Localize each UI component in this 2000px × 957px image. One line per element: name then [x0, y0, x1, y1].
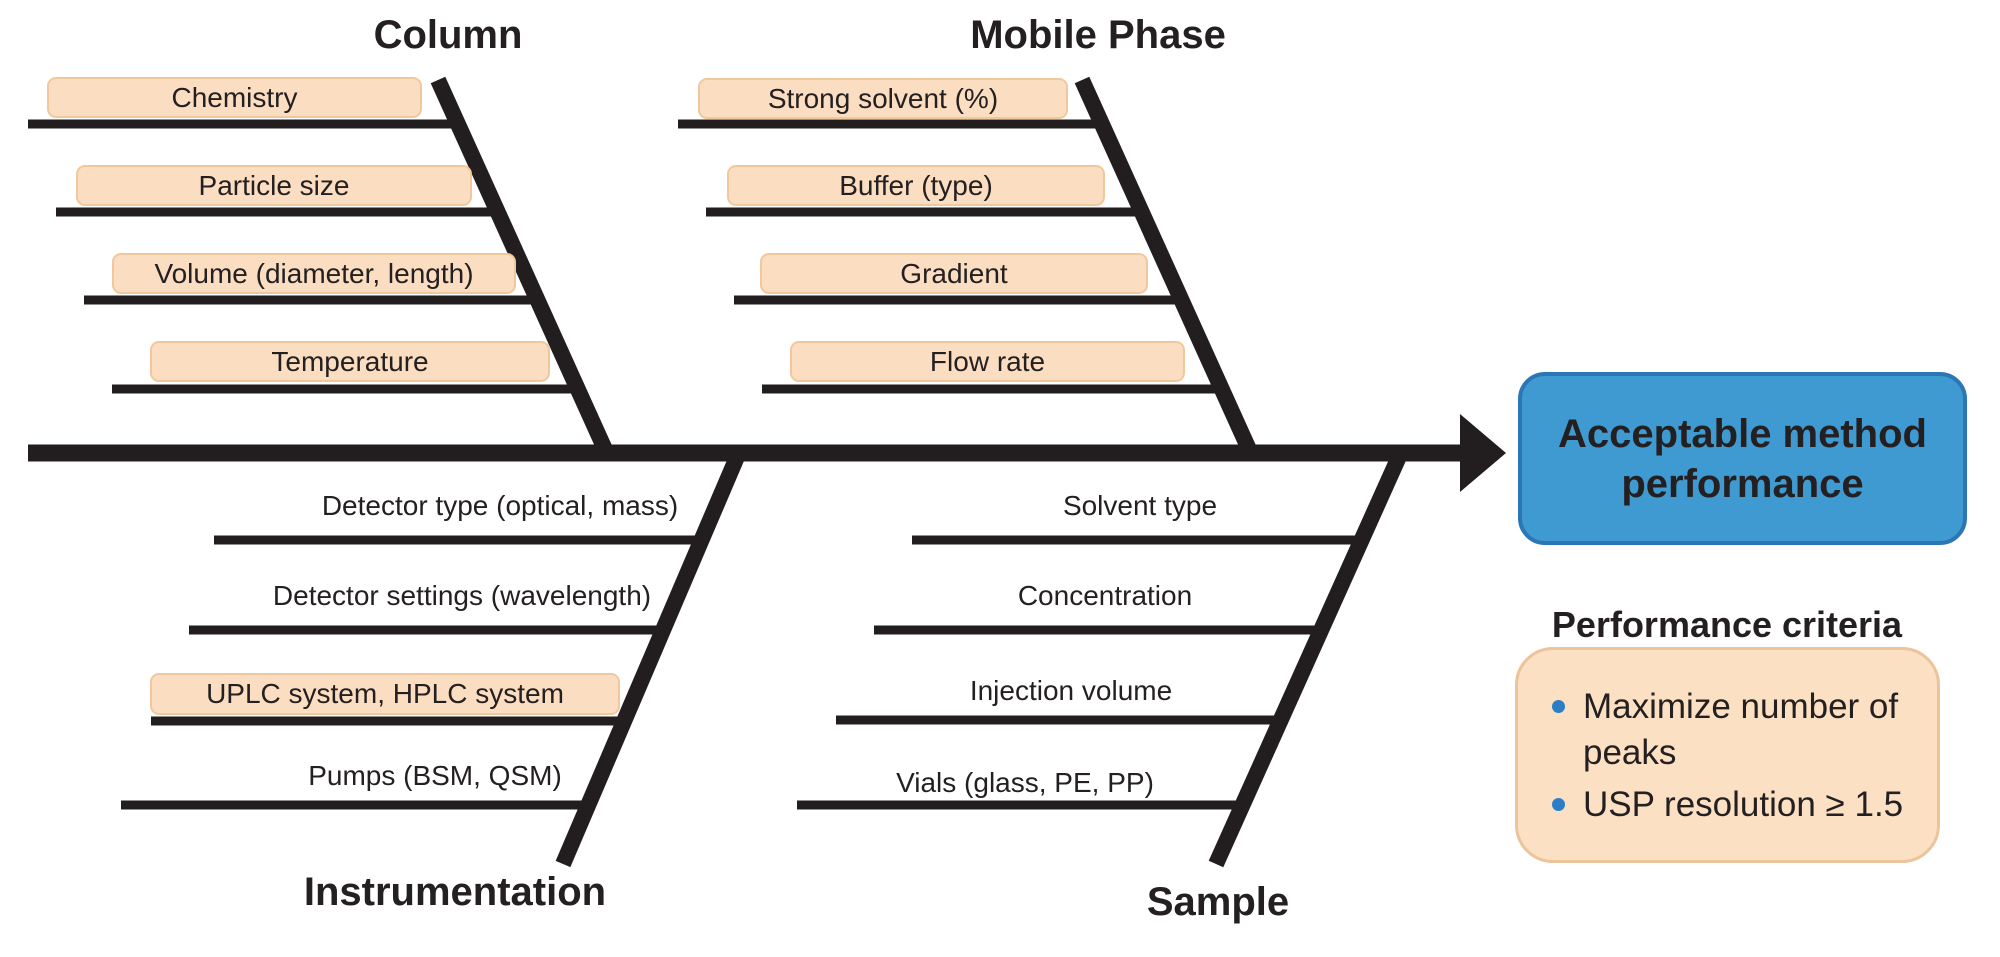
- cause-label-chemistry: Chemistry: [47, 77, 422, 118]
- cause-label-detector-type: Detector type (optical, mass): [321, 490, 679, 521]
- criteria-heading: Performance criteria: [1551, 604, 1903, 645]
- cause-label-volume: Volume (diameter, length): [112, 253, 516, 294]
- criteria-bullet-text: Maximize number of peaks: [1583, 687, 1899, 773]
- criteria-bullet-item: Maximize number of peaks: [1552, 684, 1917, 776]
- branch-title-mobile-phase: Mobile Phase: [970, 13, 1226, 57]
- cause-label-detector-settings: Detector settings (wavelength): [272, 580, 652, 611]
- bullet-dot-icon: [1552, 700, 1565, 713]
- effect-box: Acceptable method performance: [1518, 372, 1967, 545]
- criteria-bullet-item: USP resolution ≥ 1.5: [1552, 782, 1917, 828]
- cause-label-vials: Vials (glass, PE, PP): [896, 767, 1154, 798]
- cause-label-buffer-type: Buffer (type): [727, 165, 1105, 206]
- branch-title-instrumentation: Instrumentation: [303, 870, 607, 914]
- bone-instrumentation: [555, 446, 748, 868]
- cause-label-solvent-type: Solvent type: [1062, 490, 1218, 521]
- cause-label-flow-rate: Flow rate: [790, 341, 1185, 382]
- bone-sample: [1208, 446, 1410, 868]
- criteria-box: Maximize number of peaks USP resolution …: [1515, 647, 1940, 863]
- cause-label-temperature: Temperature: [150, 341, 550, 382]
- bullet-dot-icon: [1552, 798, 1565, 812]
- branch-title-sample: Sample: [1146, 880, 1290, 924]
- bone-column: [430, 76, 616, 460]
- bone-mobile-phase: [1074, 76, 1260, 460]
- spine-arrowhead-icon: [1460, 414, 1506, 492]
- cause-label-particle-size: Particle size: [76, 165, 472, 206]
- cause-label-injection-volume: Injection volume: [969, 675, 1173, 706]
- cause-label-gradient: Gradient: [760, 253, 1148, 294]
- criteria-bullet-text: USP resolution ≥ 1.5: [1583, 785, 1904, 825]
- cause-label-concentration: Concentration: [1017, 580, 1193, 611]
- cause-label-pumps: Pumps (BSM, QSM): [308, 760, 562, 791]
- branch-title-column: Column: [373, 13, 523, 57]
- cause-label-uplc-hplc-system: UPLC system, HPLC system: [150, 673, 620, 715]
- cause-label-strong-solvent: Strong solvent (%): [698, 78, 1068, 119]
